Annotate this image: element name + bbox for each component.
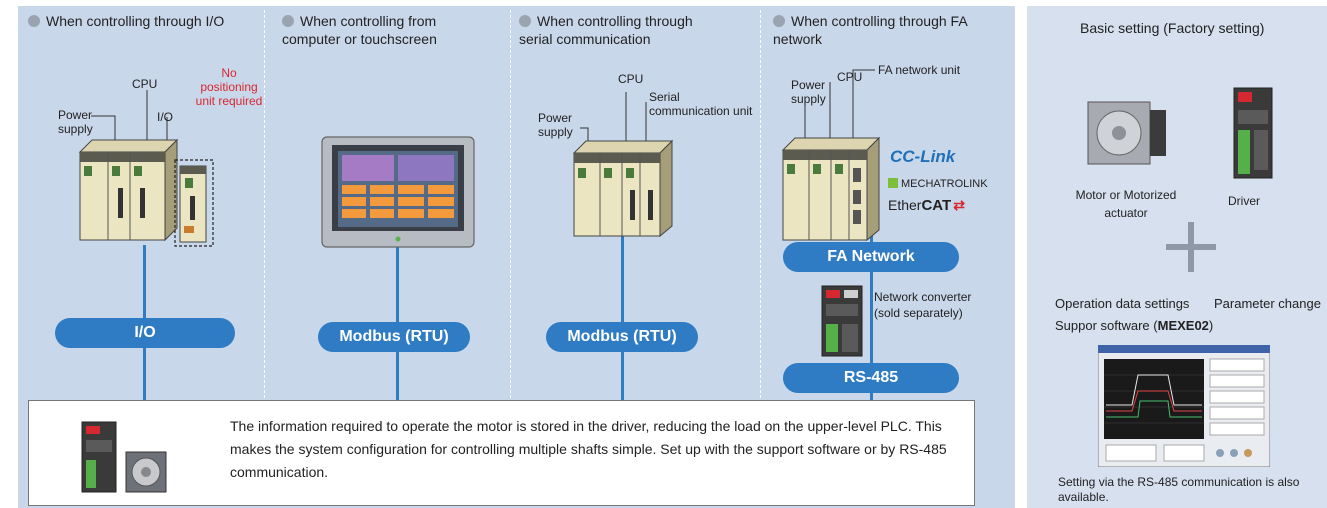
support-software-label: Suppor software (MEXE02) <box>1055 318 1214 333</box>
section-3-title: When controlling through serial communic… <box>519 13 693 47</box>
info-box <box>28 400 975 506</box>
bus-modbus-rtu: Modbus (RTU) <box>318 322 470 352</box>
section-divider <box>264 10 265 398</box>
motor-illustration <box>1087 101 1166 165</box>
cc-link-logo: CC-Link <box>890 147 956 166</box>
label-fa-network-unit: FA network unit <box>878 63 961 77</box>
mechatrolink-logo: MECHATROLINK <box>888 178 988 190</box>
label-power-supply: Power supply <box>791 78 826 106</box>
label-no-positioning-unit: No positioning unit required <box>195 66 263 108</box>
software-screenshot <box>1098 345 1270 467</box>
ethercat-logo: EtherCAT⇄ <box>888 197 965 214</box>
plus-icon <box>1188 222 1194 272</box>
label-cpu: CPU <box>618 72 644 86</box>
plc-serial-illustration <box>572 92 674 238</box>
bus-rs485: RS-485 <box>783 363 959 393</box>
bullet-icon <box>773 15 785 27</box>
bus-io: I/O <box>55 318 235 348</box>
label-driver: Driver <box>1228 194 1260 208</box>
side-title: Basic setting (Factory setting) <box>1080 20 1265 36</box>
mechatrolink-icon <box>888 178 898 188</box>
bus-fa-network: FA Network <box>783 242 959 272</box>
section-divider <box>510 10 511 398</box>
label-serial-unit: Serial communication unit <box>649 90 753 118</box>
bullet-icon <box>282 15 294 27</box>
bullet-icon <box>28 15 40 27</box>
label-network-converter: Network converter (sold separately) <box>874 290 972 320</box>
label-power-supply: Power supply <box>538 111 573 139</box>
label-cpu: CPU <box>132 77 158 91</box>
label-operation-data: Operation data settings <box>1055 296 1190 311</box>
network-converter-illustration <box>821 285 863 357</box>
driver-motor-illustration <box>81 421 167 493</box>
label-power-supply: Power supply <box>58 108 93 136</box>
section-2-title: When controlling from computer or touchs… <box>282 13 437 47</box>
plc-io-illustration <box>78 90 214 247</box>
plc-fa-illustration <box>781 69 881 242</box>
side-footer: Setting via the RS-485 communication is … <box>1058 475 1300 504</box>
info-text: The information required to operate the … <box>230 418 947 480</box>
label-parameter-change: Parameter change <box>1214 296 1321 311</box>
section-4-title: When controlling through FA network <box>773 13 967 47</box>
ethercat-arrow-icon: ⇄ <box>953 197 965 213</box>
label-cpu: CPU <box>837 70 863 84</box>
label-motor: Motor or Motorized actuator <box>1075 188 1177 220</box>
label-io: I/O <box>157 110 174 124</box>
bullet-icon <box>519 15 531 27</box>
section-1-title: When controlling through I/O <box>28 12 258 30</box>
driver-illustration <box>1233 87 1273 179</box>
section-divider <box>760 10 761 398</box>
bus-modbus-rtu: Modbus (RTU) <box>546 322 698 352</box>
bus-line <box>621 220 624 400</box>
bus-line <box>870 220 873 400</box>
touchscreen-illustration <box>321 136 475 248</box>
